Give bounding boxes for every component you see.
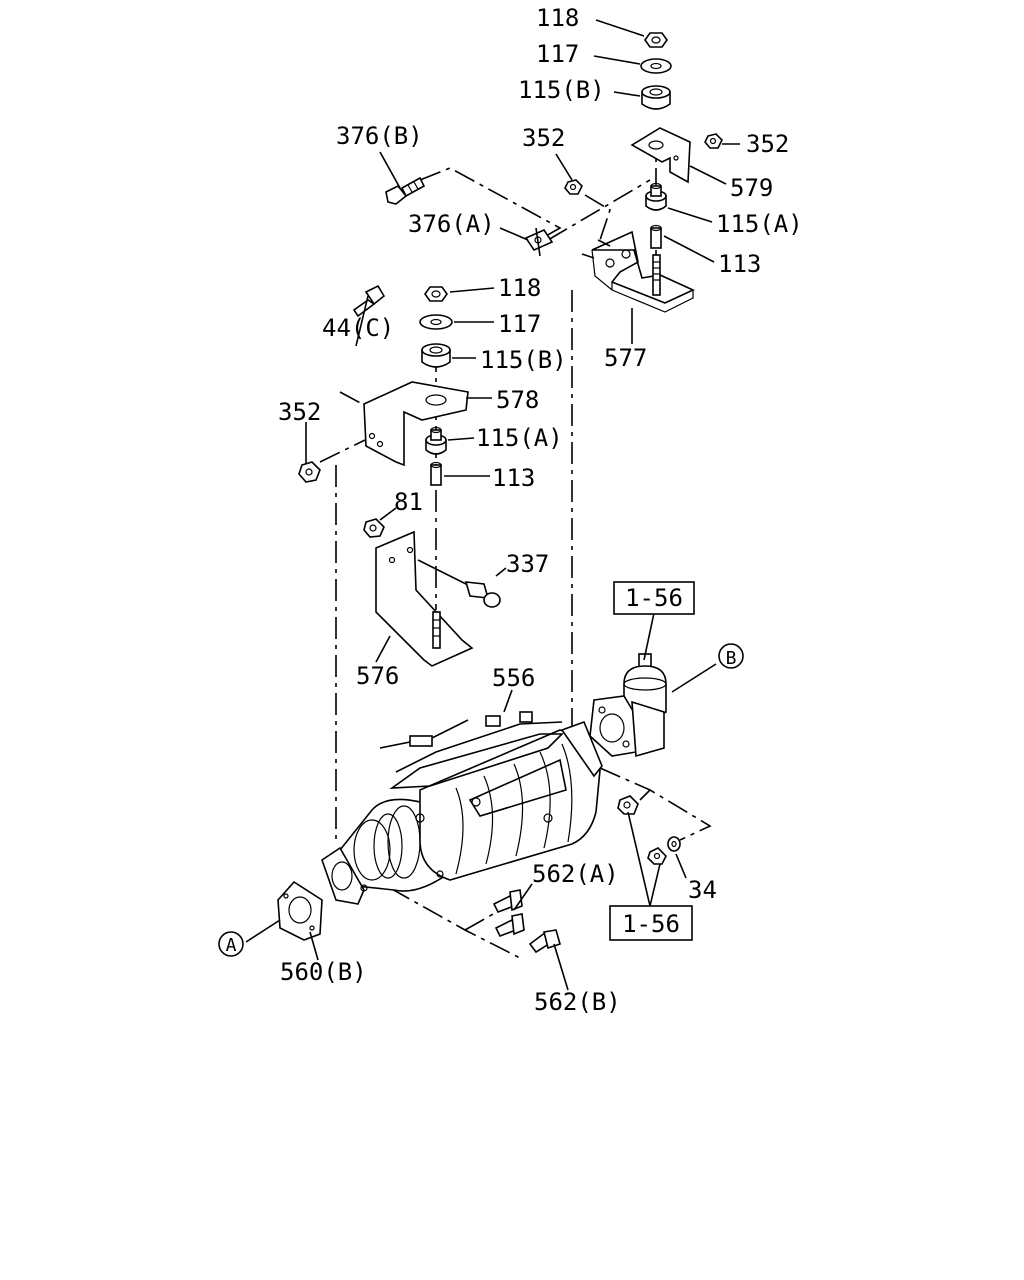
nut-118-mid xyxy=(424,286,448,302)
bolt-44c xyxy=(352,284,386,318)
label-117-mid: 117 xyxy=(498,310,541,338)
nut-washer-34 xyxy=(617,795,681,865)
washer-117-mid xyxy=(419,314,453,330)
label-113-mid: 113 xyxy=(492,464,535,492)
ref-circle-b: B xyxy=(718,643,744,669)
label-81: 81 xyxy=(394,488,423,516)
cushion-115b-mid xyxy=(421,343,451,368)
nut-352-left xyxy=(298,461,321,483)
ref-circle-a: A xyxy=(218,931,244,957)
washer-117-upper xyxy=(640,58,672,74)
nut-352-mid xyxy=(564,179,583,195)
label-352-right: 352 xyxy=(746,130,789,158)
label-352-mid: 352 xyxy=(522,124,565,152)
ref-box-top: 1-56 xyxy=(613,581,695,615)
label-113-top: 113 xyxy=(718,250,761,278)
ref-box-bottom-label: 1-56 xyxy=(622,910,680,938)
label-577: 577 xyxy=(604,344,647,372)
label-115a-top: 115(A) xyxy=(716,210,803,238)
label-578: 578 xyxy=(496,386,539,414)
ref-box-bottom: 1-56 xyxy=(609,905,693,941)
label-352-left: 352 xyxy=(278,398,321,426)
cushion-115b-upper xyxy=(641,85,671,110)
nut-81 xyxy=(363,518,385,538)
part-labels: 118 117 115(B) 352 579 115(A) 113 577 37… xyxy=(278,4,803,1016)
label-337: 337 xyxy=(506,550,549,578)
ref-circle-a-label: A xyxy=(226,935,237,956)
nut-118-upper xyxy=(644,32,668,48)
nut-352-right xyxy=(704,133,723,149)
label-115a-mid: 115(A) xyxy=(476,424,563,452)
bolt-337 xyxy=(417,559,501,608)
cushion-115a-mid xyxy=(425,426,447,455)
label-579: 579 xyxy=(730,174,773,202)
bracket-576 xyxy=(375,530,474,667)
middle-mount-group xyxy=(298,284,501,667)
bolt-562b xyxy=(528,929,561,954)
bolt-376b xyxy=(385,176,426,205)
upper-right-mount-group xyxy=(385,32,723,313)
dpd-assembly-556 xyxy=(321,711,603,905)
bolts-562a xyxy=(492,889,525,938)
gasket-560b xyxy=(277,880,323,941)
label-376b: 376(B) xyxy=(336,122,423,150)
label-118-top: 118 xyxy=(536,4,579,32)
ref-box-top-label: 1-56 xyxy=(625,584,683,612)
label-576: 576 xyxy=(356,662,399,690)
bracket-579 xyxy=(630,127,691,184)
clip-376a xyxy=(524,227,554,257)
label-115b-top: 115(B) xyxy=(518,76,605,104)
collar-113-mid xyxy=(430,461,442,486)
bracket-578 xyxy=(363,381,469,467)
label-118-mid: 118 xyxy=(498,274,541,302)
label-556: 556 xyxy=(492,664,535,692)
label-562a: 562(A) xyxy=(532,860,619,888)
label-44c: 44(C) xyxy=(322,314,394,342)
bracket-577 xyxy=(581,230,695,313)
component-1-56 xyxy=(589,653,667,758)
label-34: 34 xyxy=(688,876,717,904)
collar-113-upper xyxy=(650,224,662,249)
label-562b: 562(B) xyxy=(534,988,621,1016)
label-560b: 560(B) xyxy=(280,958,367,986)
label-115b-mid: 115(B) xyxy=(480,346,567,374)
label-376a: 376(A) xyxy=(408,210,495,238)
cushion-115a-upper xyxy=(645,182,667,211)
leader-lines xyxy=(245,19,740,991)
label-117-top: 117 xyxy=(536,40,579,68)
ref-circle-b-label: B xyxy=(726,648,737,669)
